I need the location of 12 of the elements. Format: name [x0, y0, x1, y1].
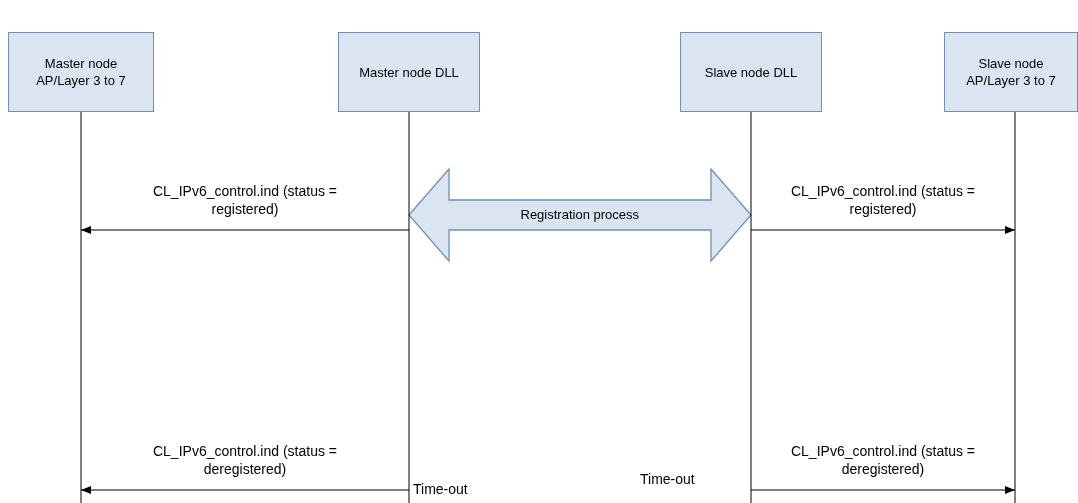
- message-arrow: [750, 226, 1016, 234]
- lifeline-header-box: Slave node DLL: [680, 32, 822, 112]
- lifeline-header-box: Slave node AP/Layer 3 to 7: [944, 32, 1078, 112]
- message-arrow: [750, 486, 1016, 494]
- lifeline-header-box: Master node AP/Layer 3 to 7: [8, 32, 154, 112]
- lifeline-header-box: Master node DLL: [338, 32, 480, 112]
- message-arrow: [80, 486, 410, 494]
- double-block-arrow: [408, 167, 752, 263]
- note-text: Time-out: [640, 470, 695, 488]
- note-text: Time-out: [413, 480, 468, 498]
- edge-label: Registration process: [520, 206, 639, 224]
- message-arrow: [80, 226, 410, 234]
